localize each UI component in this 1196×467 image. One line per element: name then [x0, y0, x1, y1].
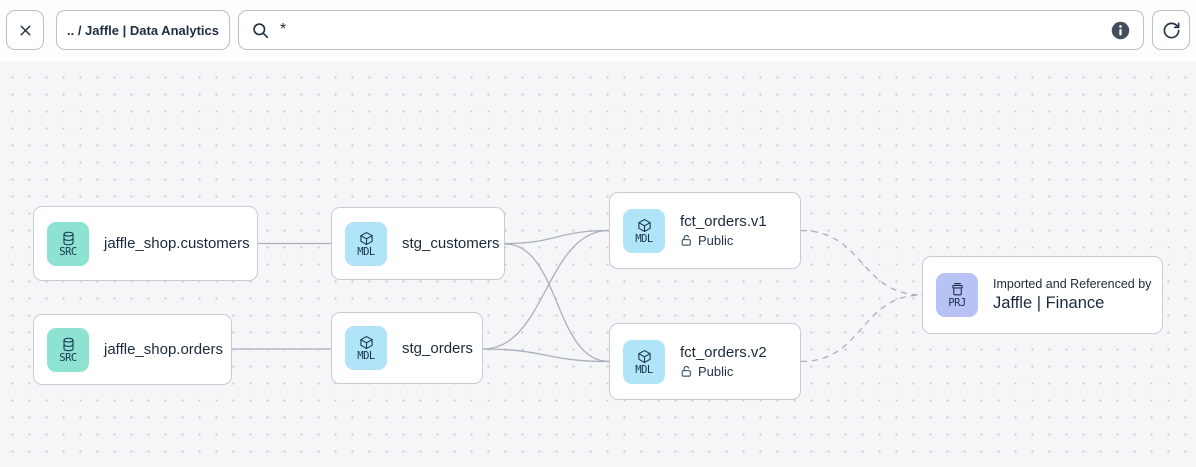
cube-icon [359, 231, 374, 246]
node-stg-customers[interactable]: MDL stg_customers [331, 207, 505, 280]
cube-icon [359, 335, 374, 350]
model-badge: MDL [623, 339, 665, 384]
model-badge: MDL [623, 208, 665, 253]
edge-stg-customers-to-fct-v1 [504, 229, 610, 245]
access-row: Public [680, 364, 767, 379]
edge-fct-v1-to-project [800, 229, 923, 296]
project-badge: PRJ [936, 273, 978, 317]
unlock-icon [680, 365, 693, 378]
node-fct-orders-v2[interactable]: MDL fct_orders.v2 Public [609, 323, 801, 400]
cube-icon [637, 349, 652, 364]
badge-label: SRC [59, 245, 77, 258]
badge-label: MDL [635, 363, 653, 376]
toolbar: .. / Jaffle | Data Analytics [0, 0, 1196, 62]
badge-label: MDL [357, 350, 375, 362]
database-icon [61, 337, 76, 352]
close-icon [17, 22, 34, 39]
node-jaffle-shop-orders[interactable]: SRC jaffle_shop.orders [33, 314, 232, 385]
info-icon[interactable] [1110, 20, 1131, 41]
node-label: stg_orders [402, 339, 473, 357]
refresh-button[interactable] [1152, 10, 1190, 50]
edge-stg-customers-to-fct-v2 [504, 243, 610, 363]
search-box[interactable] [238, 10, 1144, 50]
node-label: fct_orders.v1 [680, 213, 767, 230]
node-label: jaffle_shop.orders [104, 341, 223, 358]
breadcrumb: .. / Jaffle | Data Analytics [67, 22, 219, 38]
node-label: jaffle_shop.customers [104, 235, 250, 252]
refresh-icon [1162, 21, 1181, 40]
cube-icon [637, 218, 652, 233]
node-jaffle-finance-project[interactable]: PRJ Imported and Referenced by Jaffle | … [922, 256, 1163, 334]
model-badge: MDL [345, 221, 387, 266]
node-label: Jaffle | Finance [993, 294, 1105, 312]
search-input[interactable] [280, 21, 1100, 39]
node-sublabel: Imported and Referenced by [993, 277, 1152, 291]
access-row: Public [680, 233, 767, 248]
search-icon [251, 21, 270, 40]
badge-label: MDL [357, 245, 375, 258]
edge-fct-v2-to-project [800, 294, 923, 363]
close-button[interactable] [6, 10, 44, 50]
edge-stg-orders-to-fct-v1 [482, 229, 610, 350]
source-badge: SRC [47, 327, 89, 372]
node-fct-orders-v1[interactable]: MDL fct_orders.v1 Public [609, 192, 801, 269]
access-label: Public [698, 233, 734, 248]
database-icon [61, 231, 76, 246]
node-label: fct_orders.v2 [680, 344, 767, 361]
unlock-icon [680, 234, 693, 247]
source-badge: SRC [47, 221, 89, 266]
archive-box-icon [950, 282, 965, 297]
edge-stg-orders-to-fct-v2 [482, 348, 610, 363]
model-badge: MDL [345, 326, 387, 370]
badge-label: SRC [59, 351, 77, 364]
access-label: Public [698, 364, 734, 379]
badge-label: MDL [635, 232, 653, 245]
breadcrumb-button[interactable]: .. / Jaffle | Data Analytics [56, 10, 230, 50]
badge-label: PRJ [948, 297, 966, 309]
node-stg-orders[interactable]: MDL stg_orders [331, 312, 483, 384]
node-jaffle-shop-customers[interactable]: SRC jaffle_shop.customers [33, 206, 258, 281]
node-label: stg_customers [402, 235, 500, 252]
